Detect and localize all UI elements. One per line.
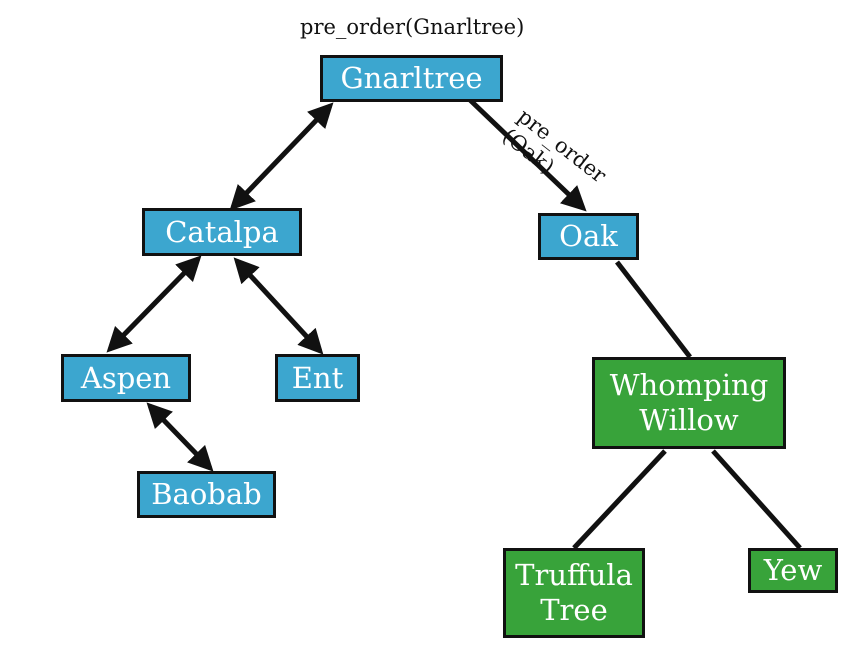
node-aspen: Aspen (61, 354, 191, 402)
edge-oak-whomping-willow (615, 260, 692, 359)
node-oak: Oak (538, 213, 639, 260)
node-ent: Ent (275, 354, 360, 402)
edge-catalpa-aspen (106, 255, 202, 353)
node-whomping-willow: Whomping Willow (592, 357, 786, 449)
edge-gnarltree-oak (468, 98, 587, 212)
node-gnarltree: Gnarltree (320, 55, 503, 102)
node-yew: Yew (748, 548, 838, 593)
node-truffula-tree: Truffula Tree (503, 548, 645, 638)
edge-whomping-willow-yew (711, 449, 802, 550)
node-catalpa: Catalpa (142, 208, 302, 256)
node-baobab: Baobab (137, 471, 276, 518)
root-call-caption: pre_order(Gnarltree) (300, 15, 525, 39)
edge-aspen-baobab (146, 402, 214, 472)
edge-gnarltree-catalpa (229, 102, 334, 211)
edge-whomping-willow-truffula-tree (572, 449, 667, 550)
edge-catalpa-ent (233, 257, 324, 355)
